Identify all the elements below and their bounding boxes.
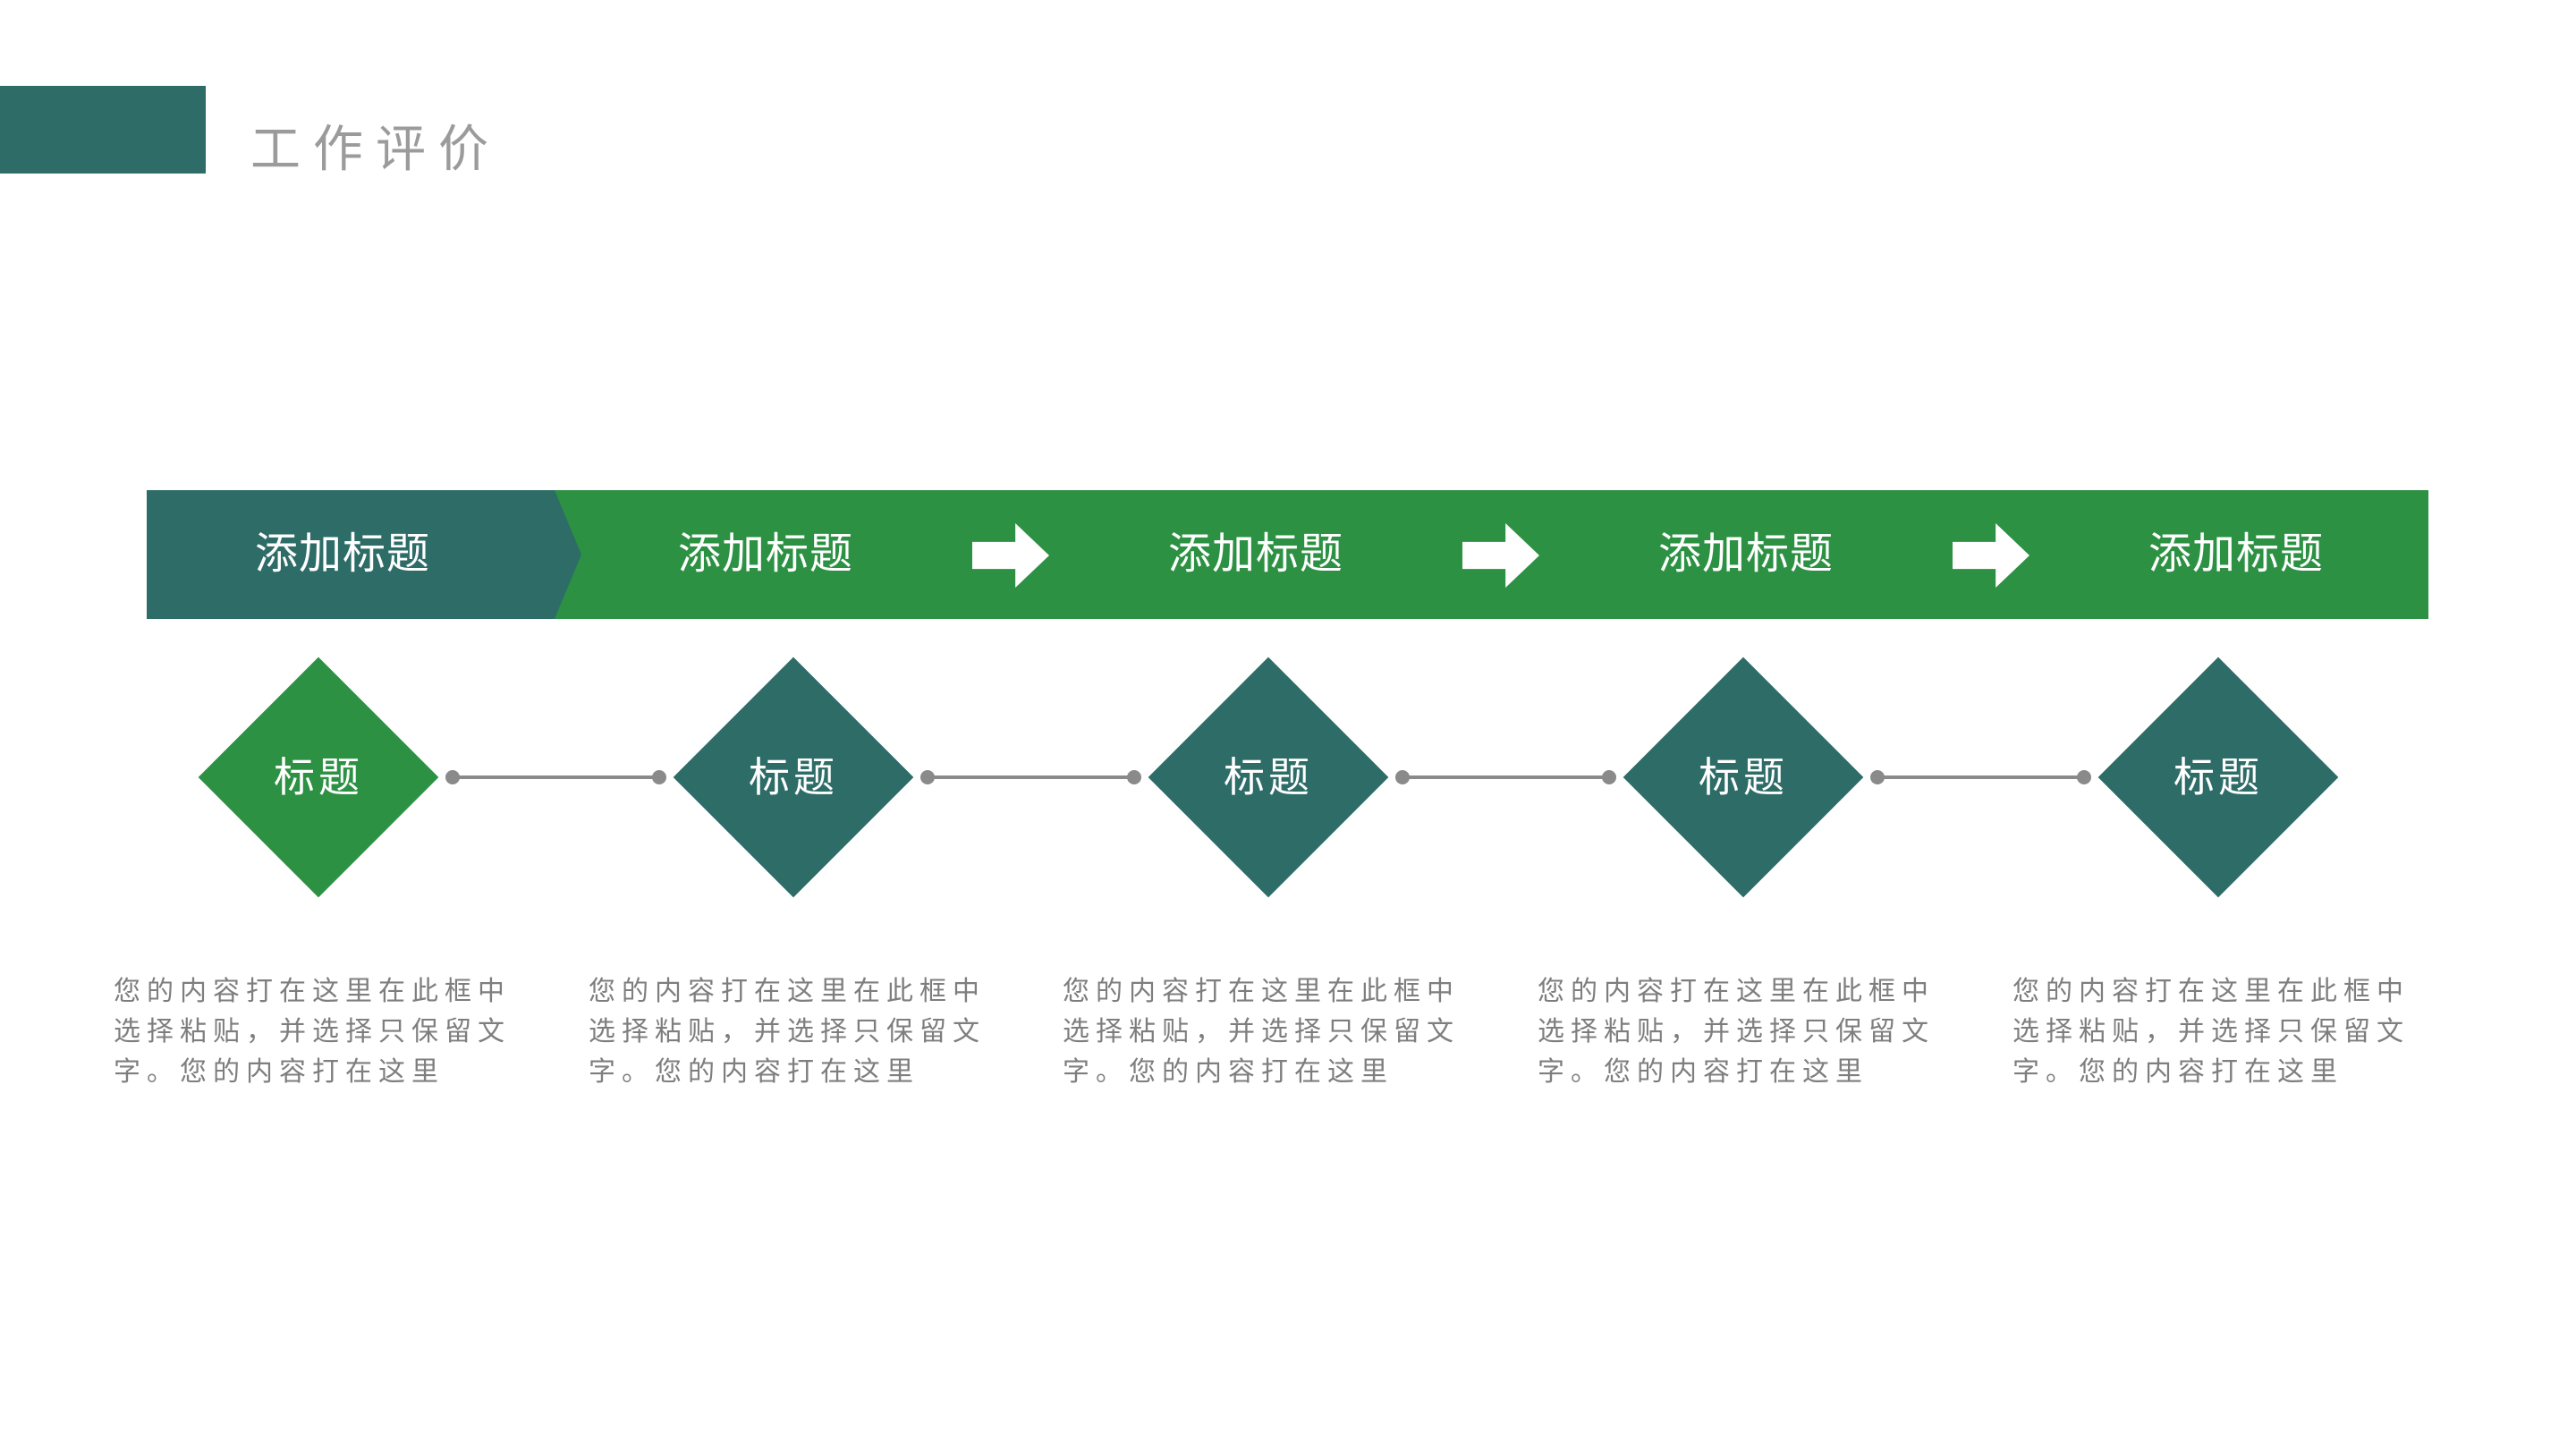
description-text-2: 您的内容打在这里在此框中选择粘贴，并选择只保留文字。您的内容打在这里 [589,977,986,1087]
timeline-node-3-label: 标题 [1224,754,1313,801]
page-title: 工作评价 [250,121,501,177]
connector-dot [652,770,666,784]
timeline-node-1: 标题 [198,657,439,898]
connector-dot [1602,770,1616,784]
connector-line [445,770,666,784]
connector-line-segment [926,775,1136,779]
connector-line-segment [451,775,661,779]
connector-line [1395,770,1616,784]
process-step-4-label: 添加标题 [1657,530,1835,578]
process-step-2-label: 添加标题 [677,530,854,578]
connector-dot [2077,770,2091,784]
timeline-node-4: 标题 [1623,657,1864,898]
timeline-node-4-label: 标题 [1699,754,1788,801]
timeline-node-1-label: 标题 [274,754,363,801]
description-text-5: 您的内容打在这里在此框中选择粘贴，并选择只保留文字。您的内容打在这里 [2012,977,2410,1087]
timeline-node-5-label: 标题 [2174,754,2263,801]
timeline-node-5: 标题 [2097,657,2339,898]
connector-line [920,770,1141,784]
timeline-node-2: 标题 [673,657,914,898]
connector-dot [445,770,460,784]
process-step-5-label: 添加标题 [2148,530,2325,578]
description-text-1: 您的内容打在这里在此框中选择粘贴，并选择只保留文字。您的内容打在这里 [114,977,511,1087]
connector-dot [920,770,935,784]
timeline-node-3: 标题 [1148,657,1389,898]
connector-dot [1395,770,1410,784]
description-text-4: 您的内容打在这里在此框中选择粘贴，并选择只保留文字。您的内容打在这里 [1538,977,1935,1087]
connector-dot [1127,770,1141,784]
process-step-3-label: 添加标题 [1167,530,1344,578]
connector-dot [1870,770,1885,784]
description-text-3: 您的内容打在这里在此框中选择粘贴，并选择只保留文字。您的内容打在这里 [1063,977,1460,1087]
process-step-1-label: 添加标题 [254,530,431,578]
connector-line [1870,770,2091,784]
step-chevron-shape [147,490,581,619]
title-accent-block [0,86,206,174]
connector-line-segment [1401,775,1611,779]
connector-line-segment [1876,775,2086,779]
timeline-node-2-label: 标题 [749,754,838,801]
